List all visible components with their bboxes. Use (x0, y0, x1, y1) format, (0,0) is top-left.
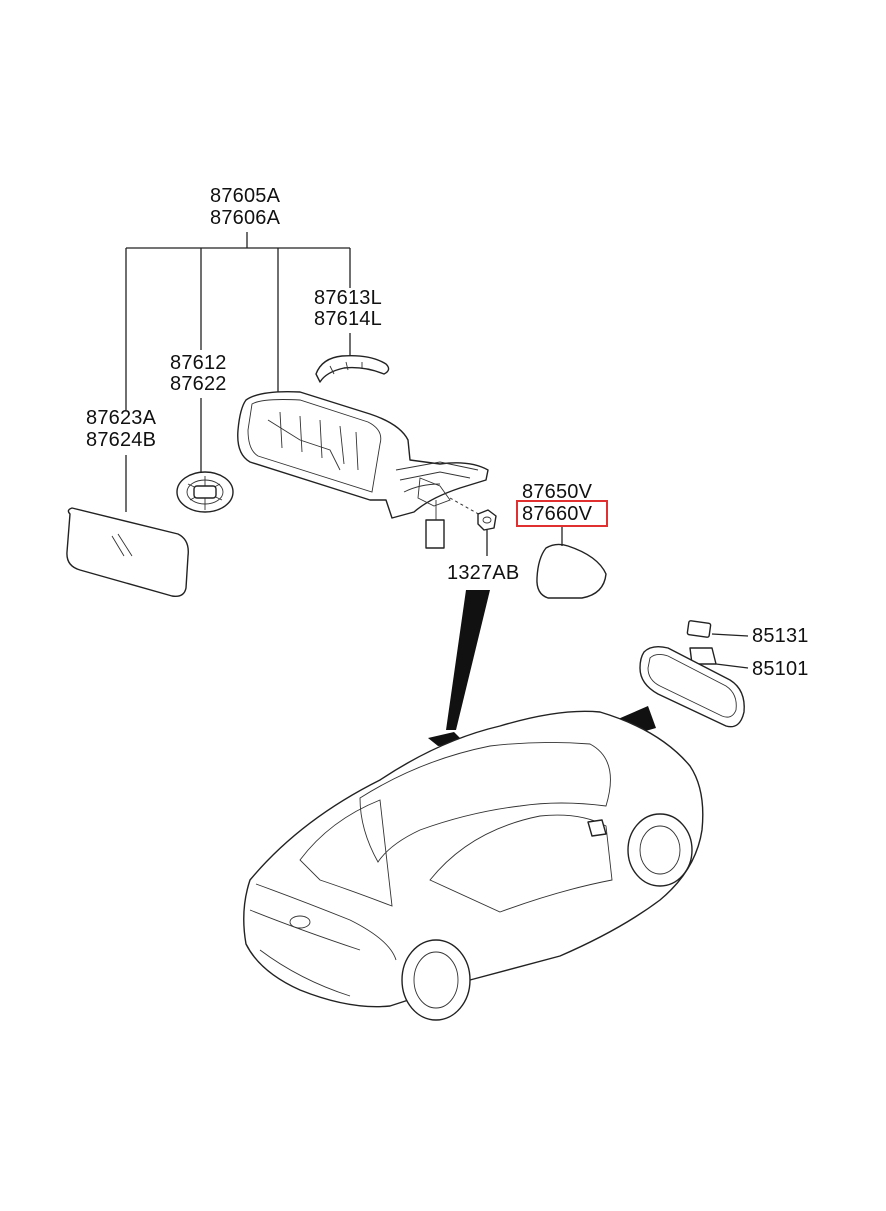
label-87624b: 87624B (86, 429, 157, 451)
label-87613l: 87613L (314, 287, 382, 309)
label-85101: 85101 (752, 658, 809, 680)
label-87650v: 87650V (522, 481, 593, 503)
label-87605a: 87605A (210, 185, 281, 207)
mirror-trim-part (536, 527, 607, 599)
mirror-cover-part (315, 354, 390, 383)
label-87660v: 87660V (522, 503, 593, 525)
nut-part (477, 509, 497, 556)
mirror-glass-part (66, 507, 189, 598)
label-85131: 85131 (752, 625, 809, 647)
assembly-leader-lines (125, 232, 351, 512)
label-87614l: 87614L (314, 308, 382, 330)
label-87622: 87622 (170, 373, 227, 395)
mirror-actuator-part (176, 471, 234, 513)
label-87612: 87612 (170, 352, 227, 374)
label-87606a: 87606A (210, 207, 281, 229)
highlight-box (516, 500, 608, 527)
inside-mirror-part (639, 620, 749, 728)
label-1327ab: 1327AB (447, 562, 520, 584)
mirror-housing-part (237, 390, 489, 549)
car-illustration (243, 710, 704, 1021)
label-87623a: 87623A (86, 407, 157, 429)
